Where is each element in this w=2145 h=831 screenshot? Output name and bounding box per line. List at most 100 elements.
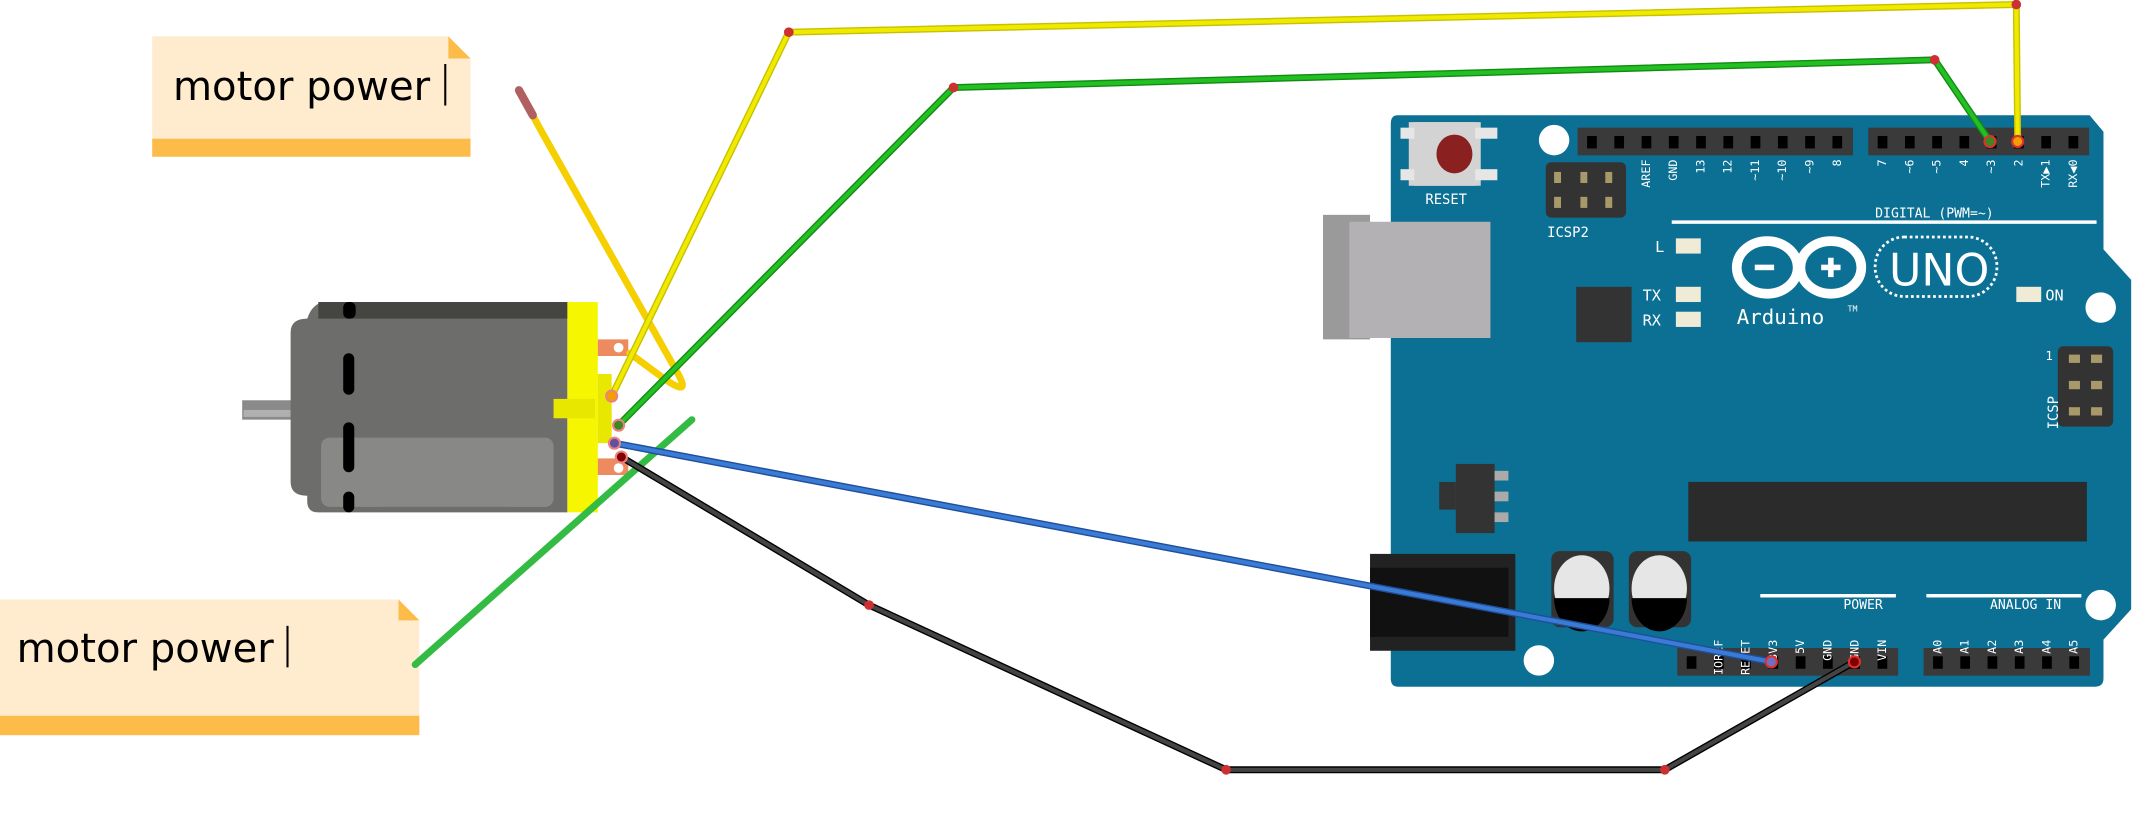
icsp2-label: ICSP2 (1547, 225, 1589, 241)
header-pin[interactable] (1777, 135, 1788, 149)
header-pin[interactable] (1932, 135, 1942, 149)
header-pin[interactable] (1933, 656, 1943, 669)
text-cursor (286, 625, 289, 668)
analog-header[interactable] (1923, 647, 2090, 676)
pin-label: IOREF (1711, 640, 1725, 675)
text-cursor (444, 63, 447, 106)
note-1[interactable]: motor power (152, 36, 471, 157)
pin-label: A1 (1958, 640, 1972, 654)
power-label: POWER (1843, 598, 1883, 613)
pin-label: RX◀0 (2066, 159, 2080, 187)
pin-label: ~9 (1802, 159, 1816, 173)
header-pin[interactable] (2068, 135, 2079, 149)
led-tx (1675, 286, 1701, 303)
pin-label: A3 (2012, 640, 2026, 654)
digital-header-right[interactable] (1868, 127, 2090, 156)
header-pin[interactable] (2014, 656, 2025, 669)
pin-label: ~3 (1984, 159, 1998, 173)
pin-label: 4 (1957, 159, 1971, 166)
trademark: TM (1847, 304, 1857, 314)
microcontroller-chip (1688, 481, 2087, 542)
logo-text: Arduino (1737, 305, 1824, 329)
header-pin[interactable] (1668, 135, 1679, 149)
digital-divider (1671, 220, 2097, 224)
reset-button[interactable] (1400, 122, 1498, 186)
header-pin[interactable] (2042, 656, 2052, 669)
wire-bendpoints[interactable] (783, 0, 2022, 775)
header-pin[interactable] (2041, 135, 2051, 149)
dc-motor[interactable] (242, 302, 629, 513)
led-on-label: ON (2045, 287, 2063, 305)
header-body (1923, 647, 2090, 676)
pin-label: 8 (1830, 159, 1844, 166)
analog-divider (1926, 594, 2082, 598)
header-pin[interactable] (1959, 135, 1970, 149)
icsp-pin1-label: 1 (2045, 348, 2053, 363)
header-pin[interactable] (1987, 656, 1998, 669)
voltage-regulator (1455, 463, 1495, 534)
pin-label: TX▶1 (2039, 159, 2053, 187)
pin-label: 2 (2011, 159, 2025, 166)
pin-label: ~11 (1748, 159, 1762, 180)
led-on (2016, 286, 2042, 303)
led-l (1675, 238, 1701, 254)
pin-label: GND (1820, 640, 1834, 661)
header-pin[interactable] (1750, 135, 1761, 149)
header-pin[interactable] (1713, 656, 1724, 669)
note-2[interactable]: motor power (0, 599, 420, 736)
header-pin[interactable] (1805, 135, 1815, 149)
pin-label: 5V (1793, 640, 1807, 654)
digital-label: DIGITAL (PWM=~) (1875, 207, 1994, 222)
wire-endpoints[interactable] (605, 134, 2025, 669)
pin-label: A5 (2067, 640, 2081, 654)
icsp2-header (1545, 162, 1627, 218)
pin-label: 13 (1693, 159, 1707, 173)
pin-label: ~6 (1902, 159, 1916, 173)
header-pin[interactable] (1823, 656, 1833, 669)
header-pin[interactable] (1741, 656, 1751, 669)
reset-label: RESET (1425, 192, 1467, 208)
pin-label: VIN (1875, 640, 1889, 661)
pin-label: ~10 (1775, 159, 1789, 180)
led-rx (1675, 311, 1701, 327)
pin-label: GND (1848, 640, 1862, 661)
pin-label: A4 (2039, 640, 2053, 654)
analog-label: ANALOG IN (1990, 598, 2061, 613)
header-pin[interactable] (1686, 656, 1697, 669)
note-text[interactable]: motor power (17, 626, 275, 672)
pin-label: GND (1666, 159, 1680, 180)
header-pin[interactable] (1641, 135, 1652, 149)
pin-label: A2 (1985, 640, 1999, 654)
pin-label: AREF (1639, 159, 1653, 187)
chip (1576, 286, 1632, 343)
led-l-label: L (1655, 238, 1664, 256)
header-pin[interactable] (1877, 656, 1888, 669)
pin-label: ~5 (1930, 159, 1944, 173)
model-label: UNO (1889, 245, 1989, 296)
icsp-label: ICSP (2046, 396, 2062, 429)
pin-label: 12 (1721, 159, 1735, 173)
header-pin[interactable] (1832, 135, 1843, 149)
header-pin[interactable] (1696, 135, 1706, 149)
header-pin[interactable] (1614, 135, 1625, 149)
motor-terminal[interactable] (597, 339, 629, 356)
header-pin[interactable] (1960, 656, 1971, 669)
pin-label: A0 (1930, 640, 1944, 654)
note-text[interactable]: motor power (173, 64, 431, 110)
pin-label: 7 (1875, 159, 1889, 166)
arduino-logo: UNO Arduino TM (1731, 235, 1999, 329)
motor-lead-green[interactable] (411, 416, 696, 669)
digital-header-left[interactable] (1577, 127, 1854, 156)
header-pin[interactable] (1587, 135, 1597, 149)
header-pin[interactable] (1877, 135, 1888, 149)
led-rx-label: RX (1643, 312, 1662, 330)
header-pin[interactable] (2069, 656, 2080, 669)
capacitor (1628, 551, 1692, 632)
header-pin[interactable] (1795, 656, 1806, 669)
header-pin[interactable] (1723, 135, 1734, 149)
led-tx-label: TX (1643, 287, 1662, 305)
header-pin[interactable] (1904, 135, 1915, 149)
icsp-header (2057, 346, 2114, 427)
